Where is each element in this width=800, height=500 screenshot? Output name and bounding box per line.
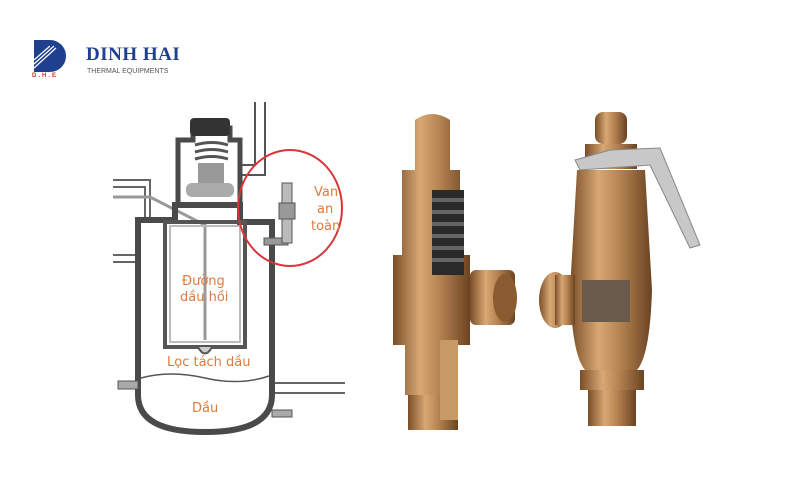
brand-tagline: THERMAL EQUIPMENTS [87,68,169,75]
label-toan: toàn [311,219,340,234]
label-dau-hoi: dầu hồi [180,290,228,305]
label-dau: Dầu [192,401,218,416]
label-duong: Đường [182,274,225,289]
company-logo: D.H.E DINH HAI THERMAL EQUIPMENTS [30,38,200,82]
oil-separator-diagram: Van an toàn Đường dầu hồi Lọc tách dầu D… [113,102,345,436]
lever-safety-valve-photo [539,112,701,426]
cutaway-safety-valve-photo [393,114,517,430]
brand-name: DINH HAI [86,44,181,65]
logo-initials: D.H.E [32,73,59,79]
label-van: Van [314,185,338,200]
label-an: an [317,202,333,217]
highlight-circle [237,149,343,267]
dhe-logo-mark-icon [33,40,66,72]
label-loc-tach-dau: Lọc tách dầu [167,355,251,370]
vessel-wall [135,202,275,436]
